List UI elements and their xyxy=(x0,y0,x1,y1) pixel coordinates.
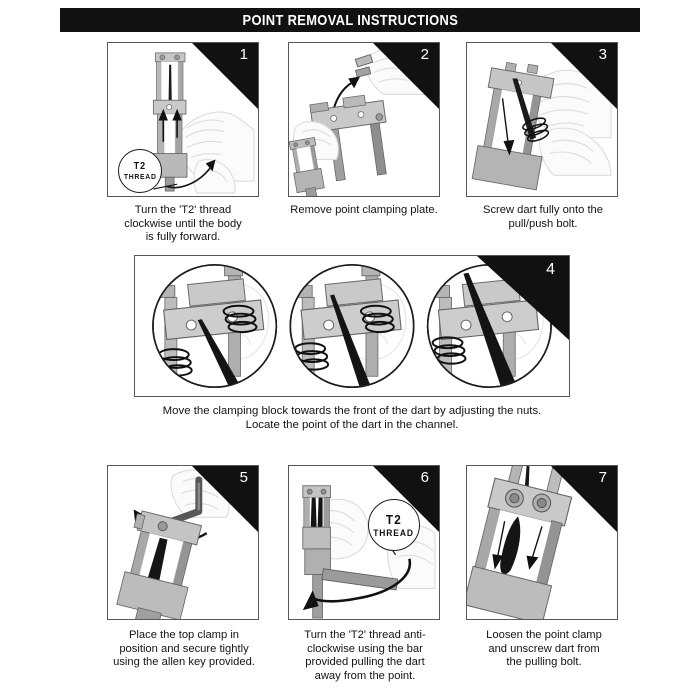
panel-6-illustration xyxy=(289,466,439,619)
caption-line: clockwise until the body xyxy=(124,217,242,230)
panel-3-caption: Screw dart fully onto the pull/push bolt… xyxy=(458,204,628,231)
panel-1-illustration xyxy=(108,43,258,196)
caption-line: position and secure tightly xyxy=(119,642,249,655)
t2-thread-callout: T2 THREAD xyxy=(118,149,162,193)
caption-line: Remove point clamping plate. xyxy=(290,204,438,216)
instruction-panel-4: 4 xyxy=(134,255,570,397)
t2-thread-callout: T2 THREAD xyxy=(368,499,420,551)
instruction-panel-1: T2 THREAD 1 xyxy=(107,42,259,197)
panel-4-caption: Move the clamping block towards the fron… xyxy=(110,404,594,432)
caption-line: Screw dart fully onto the xyxy=(482,204,603,216)
caption-line: pull/push bolt. xyxy=(508,217,578,230)
caption-line: Move the clamping block towards the fron… xyxy=(162,405,542,417)
instruction-panel-6: T2 THREAD 6 xyxy=(288,465,440,620)
caption-line: provided pulling the dart xyxy=(305,656,425,669)
caption-line: the pulling bolt. xyxy=(506,656,582,669)
callout-line-2: THREAD xyxy=(123,172,157,181)
caption-line: Turn the 'T2' thread xyxy=(134,204,232,216)
caption-line: Turn the 'T2' thread anti- xyxy=(304,629,426,641)
panel-7-illustration xyxy=(467,466,617,619)
caption-line: using the allen key provided. xyxy=(113,656,255,669)
callout-line-2: THREAD xyxy=(373,526,415,538)
caption-line: Locate the point of the dart in the chan… xyxy=(245,419,459,431)
caption-line: is fully forward. xyxy=(145,231,221,244)
panel-5-caption: Place the top clamp in position and secu… xyxy=(94,629,274,670)
panel-4-illustration xyxy=(135,256,569,396)
instruction-panel-3: 3 xyxy=(466,42,618,197)
panel-2-caption: Remove point clamping plate. xyxy=(274,204,454,218)
caption-line: Loosen the point clamp xyxy=(486,629,602,641)
page-title: POINT REMOVAL INSTRUCTIONS xyxy=(242,11,458,29)
instruction-panel-5: 5 xyxy=(107,465,259,620)
panel-5-illustration xyxy=(108,466,258,619)
panel-7-caption: Loosen the point clamp and unscrew dart … xyxy=(458,629,630,670)
instruction-panel-2: 2 xyxy=(288,42,440,197)
caption-line: and unscrew dart from xyxy=(488,642,600,655)
instruction-panel-7: 7 xyxy=(466,465,618,620)
caption-line: Place the top clamp in xyxy=(128,629,240,641)
title-banner: POINT REMOVAL INSTRUCTIONS xyxy=(60,8,640,32)
panel-2-illustration xyxy=(289,43,439,196)
panel-3-illustration xyxy=(467,43,617,196)
panel-6-caption: Turn the 'T2' thread anti- clockwise usi… xyxy=(276,629,454,683)
caption-line: away from the point. xyxy=(314,669,416,682)
callout-line-1: T2 xyxy=(133,161,147,172)
caption-line: clockwise using the bar xyxy=(307,642,423,655)
panel-1-caption: Turn the 'T2' thread clockwise until the… xyxy=(97,204,269,245)
callout-line-1: T2 xyxy=(385,511,403,527)
